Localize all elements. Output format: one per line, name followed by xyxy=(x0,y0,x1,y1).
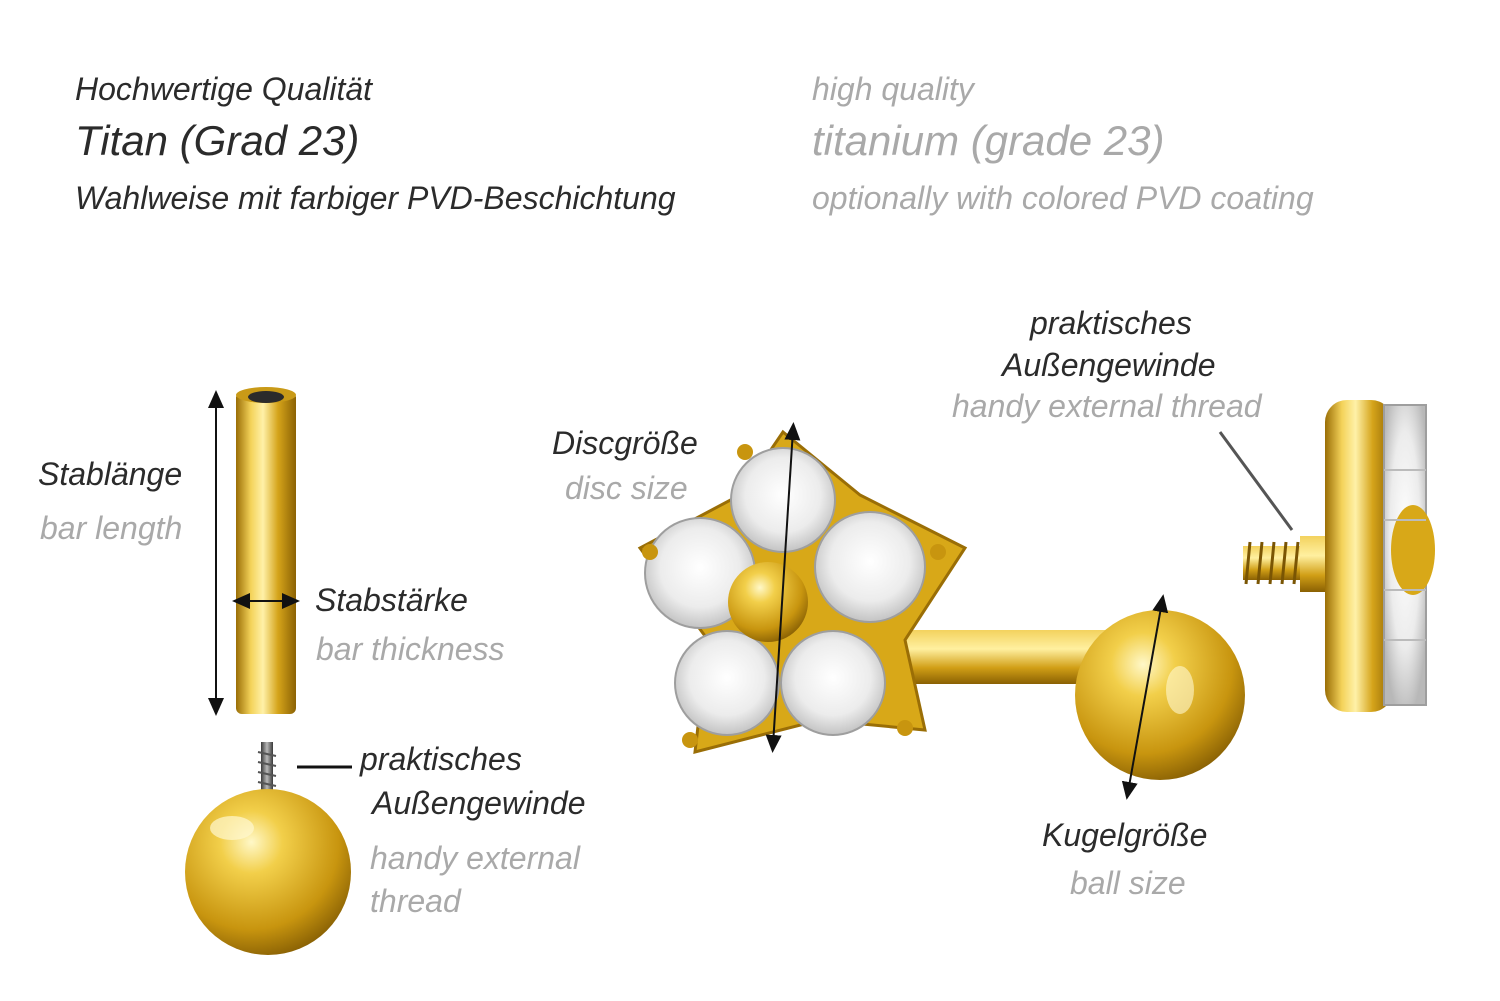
star-earring xyxy=(637,429,1245,780)
disc-size-label-de: Discgröße xyxy=(552,425,698,461)
thread-right-label-de-1: praktisches xyxy=(1030,305,1192,341)
disc-size-arrow xyxy=(765,422,801,753)
top-side-view xyxy=(1243,400,1435,712)
thread-left-label-en-2: thread xyxy=(370,883,461,919)
header-coating-en: optionally with colored PVD coating xyxy=(812,180,1314,216)
thread-left-label-de-1: praktisches xyxy=(360,741,522,777)
header-quality-de: Hochwertige Qualität xyxy=(75,71,373,107)
disc-size-label-en: disc size xyxy=(565,470,688,506)
header-quality-en: high quality xyxy=(812,71,974,107)
bar-length-label-en: bar length xyxy=(40,510,183,546)
header-material-de: Titan (Grad 23) xyxy=(75,117,360,164)
bar-length-label-de: Stablänge xyxy=(38,456,183,492)
ball-with-thread xyxy=(185,742,351,955)
thread-right-label-en: handy external thread xyxy=(952,388,1262,424)
bar-thickness-label-de: Stabstärke xyxy=(315,582,468,618)
thread-left-label-de-2: Außengewinde xyxy=(372,785,586,821)
header-coating-de: Wahlweise mit farbiger PVD-Beschichtung xyxy=(75,180,676,216)
thread-left-label-en-1: handy external xyxy=(370,840,580,876)
bar-component xyxy=(236,387,296,714)
bar-thickness-label-en: bar thickness xyxy=(316,631,505,667)
thread-right-pointer xyxy=(1218,431,1294,531)
thread-right-label-de-2: Außengewinde xyxy=(1002,347,1216,383)
header-material-en: titanium (grade 23) xyxy=(812,117,1165,164)
ball-size-label-en: ball size xyxy=(1070,865,1186,901)
ball-size-arrow xyxy=(1121,594,1169,800)
ball-size-label-de: Kugelgröße xyxy=(1042,817,1208,853)
